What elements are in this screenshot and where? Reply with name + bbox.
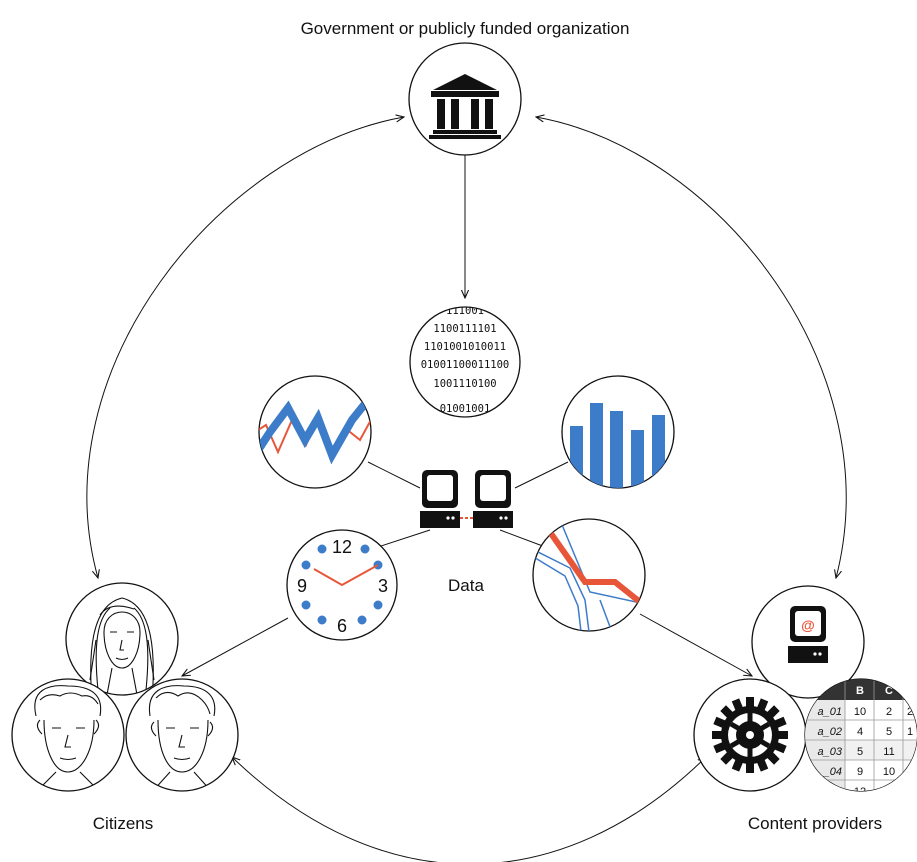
government-label: Government or publicly funded organizati… bbox=[301, 19, 630, 38]
spreadsheet-cell: 5 bbox=[886, 726, 892, 738]
arrow-data-providers bbox=[639, 613, 752, 676]
spreadsheet-cell: 1 bbox=[907, 726, 913, 738]
arrow-government-citizens bbox=[86, 117, 404, 578]
spreadsheet-cell: 11 bbox=[883, 746, 894, 758]
arrow-citizens-providers bbox=[232, 757, 706, 862]
arrow-government-providers bbox=[536, 117, 847, 578]
clock-number-12: 12 bbox=[332, 537, 352, 557]
map-node bbox=[532, 518, 646, 632]
clock-hands bbox=[313, 564, 379, 587]
clock-dots bbox=[301, 544, 383, 625]
government-node bbox=[408, 42, 522, 156]
spreadsheet-cell: a_03 bbox=[818, 746, 843, 758]
citizens-label: Citizens bbox=[93, 814, 153, 833]
gear-node bbox=[693, 678, 807, 792]
computer-icon bbox=[473, 470, 513, 528]
binary-line: 1101001010011 bbox=[424, 341, 506, 353]
bar-chart-node bbox=[561, 375, 675, 489]
computer-icon bbox=[420, 470, 460, 528]
spreadsheet-cell: 12 bbox=[854, 786, 866, 798]
clock-node: 12 3 6 9 bbox=[286, 529, 398, 641]
binary-line: 01001100011100 bbox=[421, 359, 510, 371]
binary-line: 111001 bbox=[446, 305, 484, 317]
spreadsheet-cell: a_01 bbox=[818, 706, 842, 718]
clock-number-3: 3 bbox=[378, 576, 388, 596]
gear-icon bbox=[712, 697, 788, 773]
email-computer-icon: @ bbox=[788, 606, 828, 663]
spreadsheet-cell: _04 bbox=[823, 766, 842, 778]
spreadsheet-cell: a_02 bbox=[818, 726, 842, 738]
line-chart-icon bbox=[259, 392, 371, 465]
binary-line: 01001001 bbox=[440, 403, 491, 415]
spreadsheet-node: B C a_01 10 2 2 a_02 4 5 1 a_03 5 11 _04… bbox=[804, 678, 917, 798]
citizen-portrait-icon bbox=[125, 678, 239, 792]
binary-data-node: 111001 1100111101 1101001010011 01001100… bbox=[409, 305, 521, 418]
binary-line: 1100111101 bbox=[433, 323, 496, 335]
clock-number-9: 9 bbox=[297, 576, 307, 596]
government-building-icon bbox=[429, 74, 501, 139]
spreadsheet-cell: 5 bbox=[857, 746, 863, 758]
binary-line: 1001110100 bbox=[433, 378, 496, 390]
clock-number-6: 6 bbox=[337, 616, 347, 636]
spreadsheet-cell: 4 bbox=[857, 726, 863, 738]
spreadsheet-cell: 10 bbox=[854, 706, 866, 718]
spreadsheet-cell: 10 bbox=[883, 766, 895, 778]
connector-arrows bbox=[86, 117, 847, 862]
spreadsheet-cell: 2 bbox=[907, 706, 913, 718]
citizen-portrait-icon bbox=[65, 582, 179, 696]
arrow-data-citizens bbox=[182, 617, 289, 676]
citizen-portrait-icon bbox=[11, 678, 125, 792]
content-providers-label: Content providers bbox=[748, 814, 882, 833]
spreadsheet-header: C bbox=[885, 685, 893, 697]
email-computer-node: @ bbox=[751, 585, 865, 699]
svg-text:@: @ bbox=[801, 617, 815, 633]
line-chart-node bbox=[258, 375, 372, 489]
binary-data-icon: 111001 1100111101 1101001010011 01001100… bbox=[421, 305, 510, 415]
spreadsheet-cell: 2 bbox=[886, 706, 892, 718]
map-icon bbox=[533, 519, 645, 631]
spreadsheet-header: B bbox=[856, 685, 864, 697]
spreadsheet-cell: 9 bbox=[857, 766, 863, 778]
data-label: Data bbox=[448, 576, 484, 595]
